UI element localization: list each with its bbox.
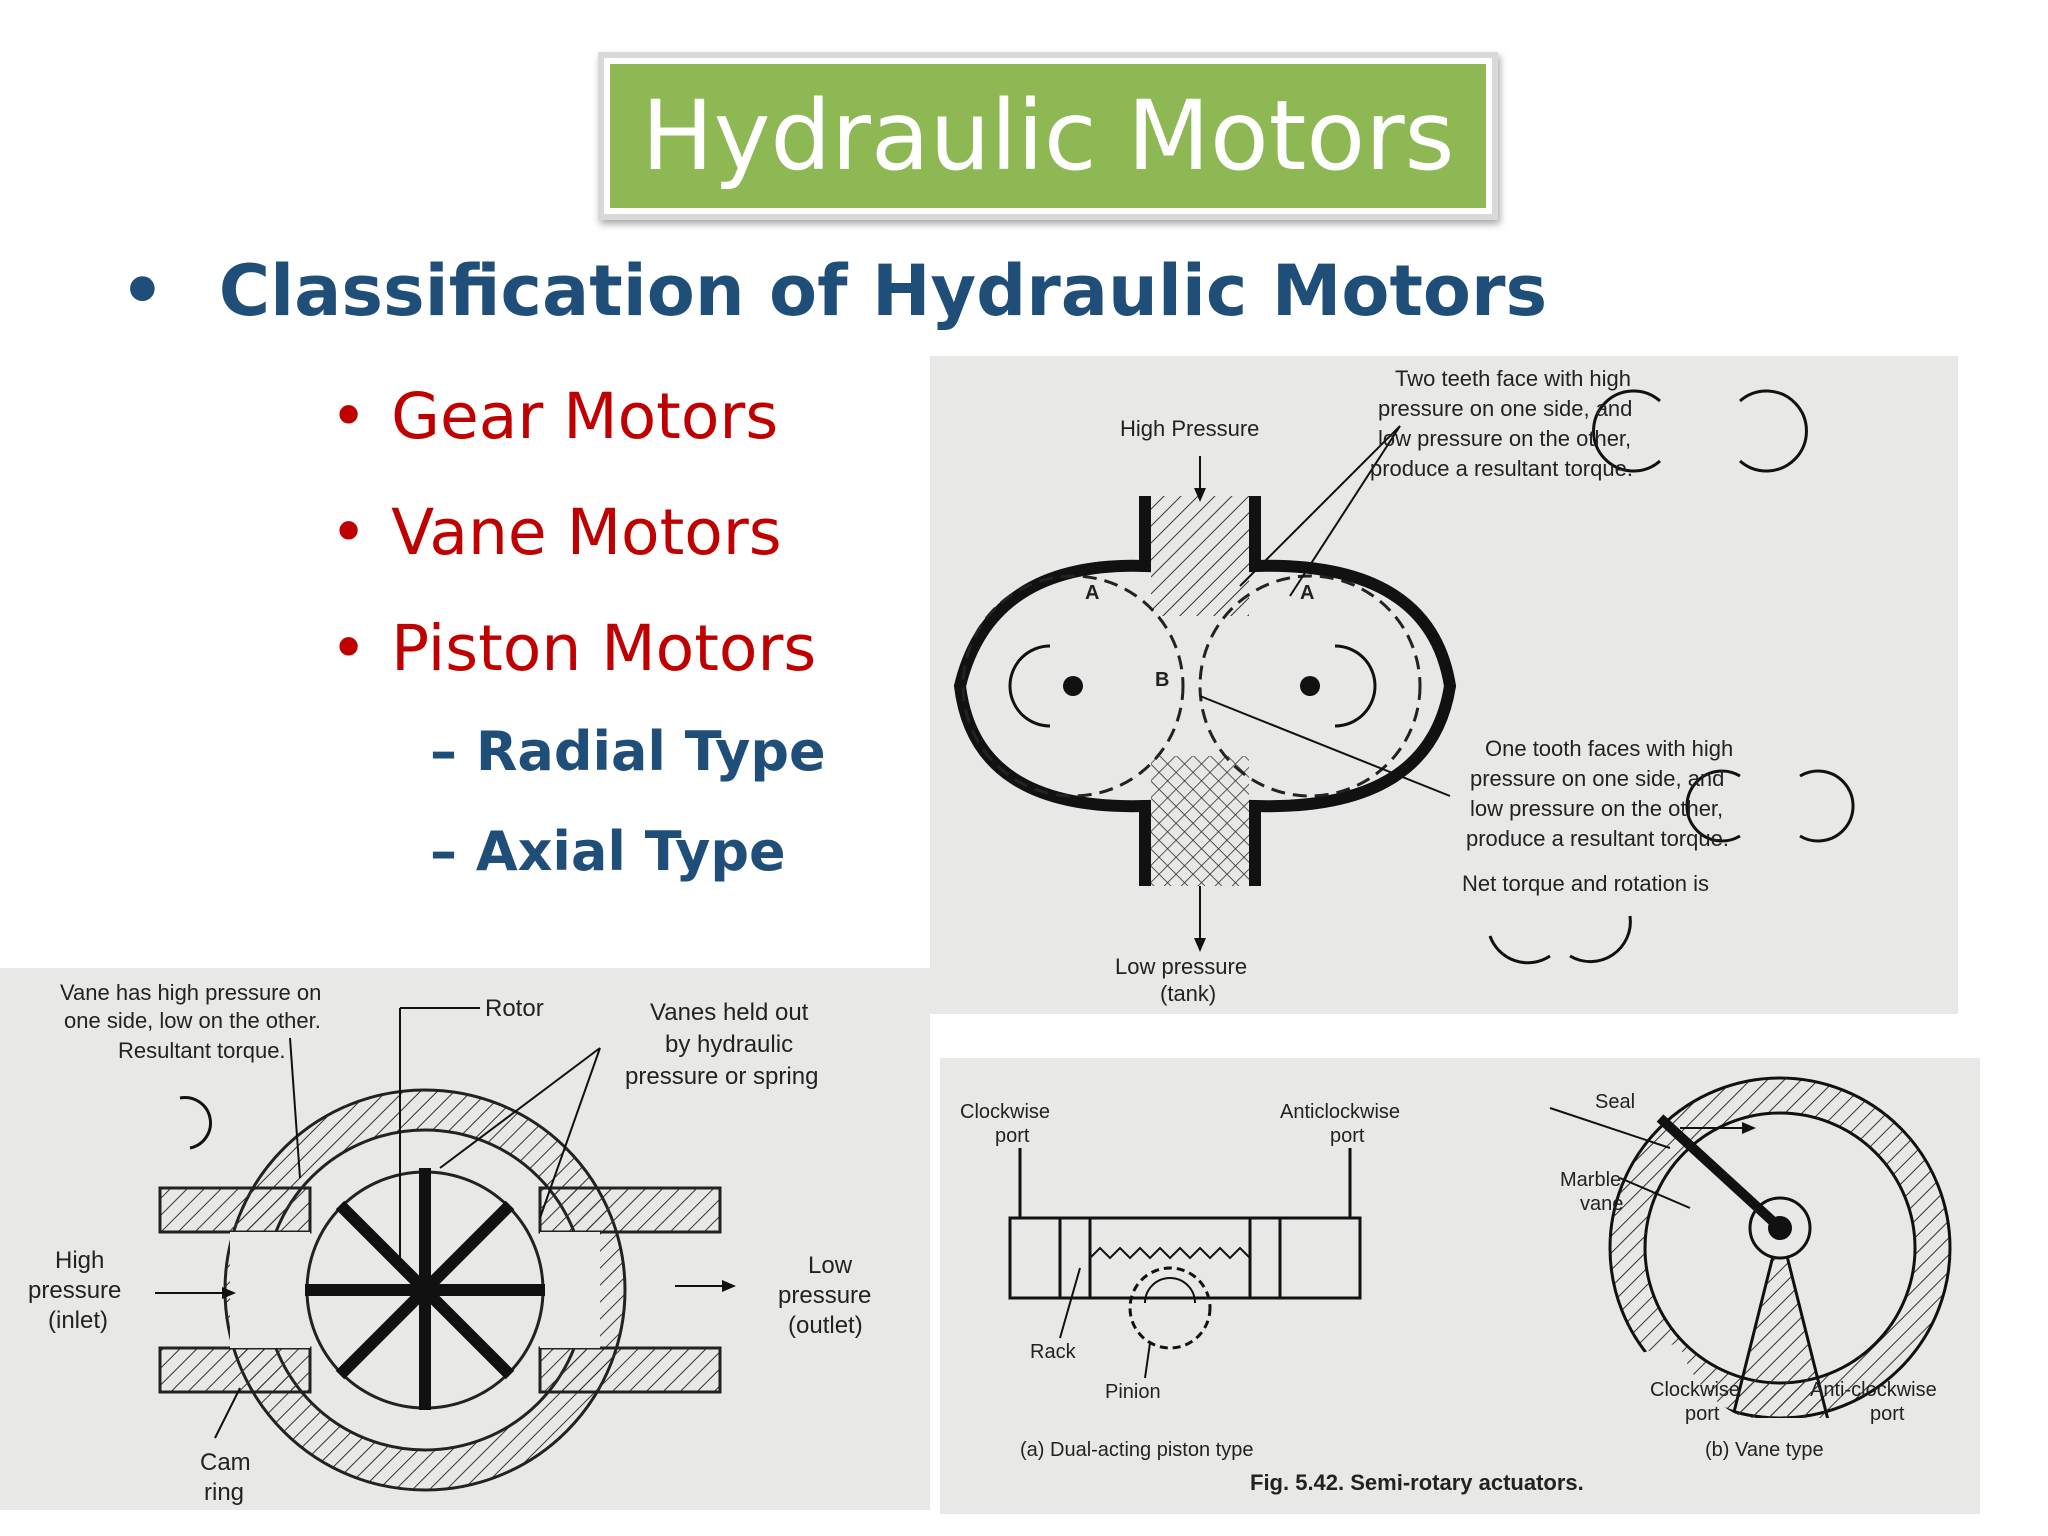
low-pressure-label: Low pressure xyxy=(1115,954,1247,979)
one-tooth-note-line4: produce a resultant torque. xyxy=(1466,826,1729,851)
list-item-gear-motors: • Gear Motors xyxy=(330,380,778,453)
vanes-held-line3: pressure or spring xyxy=(625,1063,818,1090)
pinion-label: Pinion xyxy=(1105,1381,1161,1403)
list-item-piston-motors: • Piston Motors xyxy=(330,612,816,685)
two-teeth-note-line4: produce a resultant torque. xyxy=(1370,456,1633,481)
marble-vane-line1: Marble xyxy=(1560,1169,1621,1191)
caption-a: (a) Dual-acting piston type xyxy=(1020,1439,1253,1461)
two-teeth-note-line3: low pressure on the other, xyxy=(1378,426,1631,451)
two-teeth-note-line2: pressure on one side, and xyxy=(1378,396,1632,421)
anticlockwise-port-line2: port xyxy=(1330,1125,1365,1147)
one-tooth-note-line2: pressure on one side, and xyxy=(1470,766,1724,791)
label-a-left: A xyxy=(1085,582,1099,604)
net-torque-note: Net torque and rotation is xyxy=(1462,871,1709,896)
low-pressure-line3: (outlet) xyxy=(788,1312,863,1339)
cam-ring-line1: Cam xyxy=(200,1449,251,1476)
vane-note-line3: Resultant torque. xyxy=(118,1038,286,1063)
one-tooth-note-line1: One tooth faces with high xyxy=(1485,736,1733,761)
tank-label: (tank) xyxy=(1160,981,1216,1006)
item-label: Piston Motors xyxy=(391,612,817,685)
bullet-dot: • xyxy=(330,496,368,569)
low-pressure-line2: pressure xyxy=(778,1282,871,1309)
label-b: B xyxy=(1155,669,1169,691)
vanes-held-line1: Vanes held out xyxy=(650,999,809,1026)
low-pressure-line1: Low xyxy=(808,1252,853,1279)
high-pressure-label: High Pressure xyxy=(1120,416,1259,441)
caption-b: (b) Vane type xyxy=(1705,1439,1824,1461)
dash: – xyxy=(430,820,457,883)
cw-port-line2: port xyxy=(1685,1403,1720,1425)
semi-rotary-actuator-figure: Clockwise port Anticlockwise port Rack P… xyxy=(940,1058,1980,1514)
dash: – xyxy=(430,720,457,783)
list-item-radial-type: – Radial Type xyxy=(430,720,826,783)
vane-note-line1: Vane has high pressure on xyxy=(60,980,321,1005)
label-a-right: A xyxy=(1300,582,1314,604)
cw-port-line1: Clockwise xyxy=(1650,1379,1740,1401)
slide-title: Hydraulic Motors xyxy=(641,80,1455,192)
acw-port-line2: port xyxy=(1870,1403,1905,1425)
cam-ring-line2: ring xyxy=(204,1479,244,1506)
item-label: Axial Type xyxy=(475,820,786,883)
clockwise-port-line2: port xyxy=(995,1125,1030,1147)
marble-vane-line2: vane xyxy=(1580,1193,1623,1215)
vane-motor-figure: Vane has high pressure on one side, low … xyxy=(0,968,930,1510)
anticlockwise-port-line1: Anticlockwise xyxy=(1280,1101,1400,1123)
vane-note-line2: one side, low on the other. xyxy=(64,1008,321,1033)
item-label: Vane Motors xyxy=(391,496,782,569)
seal-label: Seal xyxy=(1595,1091,1635,1113)
list-item-vane-motors: • Vane Motors xyxy=(330,496,782,569)
two-teeth-note-line1: Two teeth face with high xyxy=(1395,366,1631,391)
figure-caption: Fig. 5.42. Semi-rotary actuators. xyxy=(1250,1470,1584,1495)
rack-label: Rack xyxy=(1030,1341,1077,1363)
acw-port-line1: Anti-clockwise xyxy=(1810,1379,1937,1401)
gear-motor-figure: High Pressure Two teeth face with high p… xyxy=(930,356,1958,1014)
bullet-dot: • xyxy=(330,380,368,453)
high-pressure-line1: High xyxy=(55,1247,104,1274)
list-item-axial-type: – Axial Type xyxy=(430,820,786,883)
rotor-label: Rotor xyxy=(485,995,544,1022)
item-label: Radial Type xyxy=(475,720,826,783)
title-banner: Hydraulic Motors xyxy=(610,64,1486,208)
high-pressure-line3: (inlet) xyxy=(48,1307,108,1334)
bullet-dot: • xyxy=(330,612,368,685)
high-pressure-line2: pressure xyxy=(28,1277,121,1304)
main-bullet: • Classification of Hydraulic Motors xyxy=(120,250,1547,332)
classification-heading: Classification of Hydraulic Motors xyxy=(218,250,1548,332)
vanes-held-line2: by hydraulic xyxy=(665,1031,793,1058)
item-label: Gear Motors xyxy=(391,380,779,453)
clockwise-port-line1: Clockwise xyxy=(960,1101,1050,1123)
title-box: Hydraulic Motors xyxy=(598,52,1498,220)
one-tooth-note-line3: low pressure on the other, xyxy=(1470,796,1723,821)
bullet-dot: • xyxy=(120,250,165,332)
